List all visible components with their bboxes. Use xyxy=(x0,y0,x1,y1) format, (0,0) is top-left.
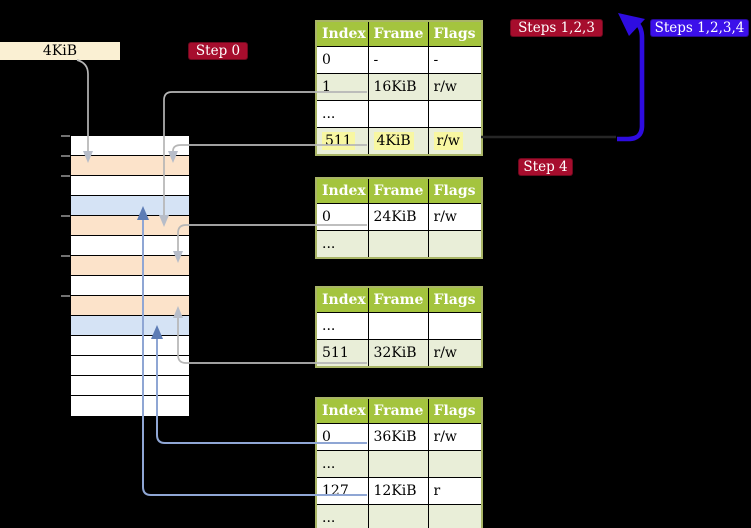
table-row: ... xyxy=(316,504,482,528)
memory-frame-row xyxy=(71,136,189,156)
cell-index: ... xyxy=(316,230,369,258)
cell-index: ... xyxy=(316,504,369,528)
memory-frame-row xyxy=(71,376,189,396)
cell-frame: - xyxy=(367,46,429,74)
cell-frame: 4KiB xyxy=(367,127,429,155)
column-header-flags: Flags xyxy=(427,398,482,424)
cell-frame: 24KiB xyxy=(367,203,429,231)
memory-frame-row xyxy=(71,236,189,256)
cell-frame xyxy=(367,450,429,478)
table-row: 127 12KiB r xyxy=(316,477,482,505)
cell-flags: r/w xyxy=(427,127,482,155)
column-header-flags: Flags xyxy=(427,178,482,204)
memory-frame-row xyxy=(71,316,189,336)
cell-flags: r xyxy=(427,477,482,505)
cell-frame xyxy=(367,230,429,258)
cell-flags: r/w xyxy=(427,203,482,231)
column-header-frame: Frame xyxy=(367,398,429,424)
memory-frame-row xyxy=(71,396,189,416)
cell-frame: 36KiB xyxy=(367,423,429,451)
cell-flags xyxy=(427,504,482,528)
cell-index: 127 xyxy=(316,477,369,505)
up-left-arrowhead-icon xyxy=(618,13,645,36)
column-header-index: Index xyxy=(316,398,369,424)
cell-frame: 32KiB xyxy=(367,339,429,367)
memory-frame-row xyxy=(71,176,189,196)
badge-step-4: Step 4 xyxy=(518,158,573,176)
memory-frame-row xyxy=(71,296,189,316)
cell-flags xyxy=(427,230,482,258)
table-header-row: Index Frame Flags xyxy=(316,21,482,47)
column-header-index: Index xyxy=(316,178,369,204)
cell-flags: r/w xyxy=(427,423,482,451)
cell-flags: - xyxy=(427,46,482,74)
cell-flags xyxy=(427,450,482,478)
table-row: 0 36KiB r/w xyxy=(316,423,482,451)
memory-frame-label: 4KiB xyxy=(0,42,120,60)
column-header-index: Index xyxy=(316,287,369,313)
table-row: 1 16KiB r/w xyxy=(316,73,482,101)
memory-frame-row xyxy=(71,336,189,356)
cell-flags xyxy=(427,312,482,340)
cell-frame: 16KiB xyxy=(367,73,429,101)
cell-flags: r/w xyxy=(427,73,482,101)
table-row-highlighted: 511 4KiB r/w xyxy=(316,127,482,155)
physical-memory-column xyxy=(70,135,190,416)
column-header-frame: Frame xyxy=(367,287,429,313)
cell-flags: r/w xyxy=(427,339,482,367)
column-header-frame: Frame xyxy=(367,21,429,47)
badge-steps-123: Steps 1,2,3 xyxy=(510,19,603,37)
memory-tick-marks xyxy=(61,135,70,297)
column-header-flags: Flags xyxy=(427,287,482,313)
cell-index: ... xyxy=(316,312,369,340)
page-table-level4: Index Frame Flags 0 - - 1 16KiB r/w ... … xyxy=(315,20,483,156)
cell-frame xyxy=(367,312,429,340)
cell-index: ... xyxy=(316,100,369,128)
table-row: 0 - - xyxy=(316,46,482,74)
table-header-row: Index Frame Flags xyxy=(316,398,482,424)
table-row: ... xyxy=(316,100,482,128)
cell-index: ... xyxy=(316,450,369,478)
cell-frame xyxy=(367,100,429,128)
memory-frame-row xyxy=(71,216,189,236)
cell-index: 0 xyxy=(316,46,369,74)
cell-flags xyxy=(427,100,482,128)
cell-index: 0 xyxy=(316,203,369,231)
table-row: ... xyxy=(316,450,482,478)
cell-index: 511 xyxy=(316,339,369,367)
badge-steps-1234: Steps 1,2,3,4 xyxy=(650,19,749,37)
column-header-flags: Flags xyxy=(427,21,482,47)
table-header-row: Index Frame Flags xyxy=(316,287,482,313)
column-header-frame: Frame xyxy=(367,178,429,204)
cell-index: 1 xyxy=(316,73,369,101)
cell-frame: 12KiB xyxy=(367,477,429,505)
memory-frame-row xyxy=(71,256,189,276)
table-row: ... xyxy=(316,230,482,258)
memory-frame-row xyxy=(71,356,189,376)
table-row: ... xyxy=(316,312,482,340)
cell-index: 511 xyxy=(316,127,369,155)
column-header-index: Index xyxy=(316,21,369,47)
memory-frame-row xyxy=(71,196,189,216)
table-row: 0 24KiB r/w xyxy=(316,203,482,231)
badge-step-0: Step 0 xyxy=(188,42,248,60)
memory-frame-row xyxy=(71,156,189,176)
cell-frame xyxy=(367,504,429,528)
table-header-row: Index Frame Flags xyxy=(316,178,482,204)
cell-index: 0 xyxy=(316,423,369,451)
page-table-level3: Index Frame Flags 0 24KiB r/w ... xyxy=(315,177,483,259)
recursive-loop-arrow xyxy=(617,20,645,142)
memory-frame-row xyxy=(71,276,189,296)
table-row: 511 32KiB r/w xyxy=(316,339,482,367)
page-table-level2: Index Frame Flags ... 511 32KiB r/w xyxy=(315,286,483,368)
page-table-level1: Index Frame Flags 0 36KiB r/w ... 127 12… xyxy=(315,397,483,528)
